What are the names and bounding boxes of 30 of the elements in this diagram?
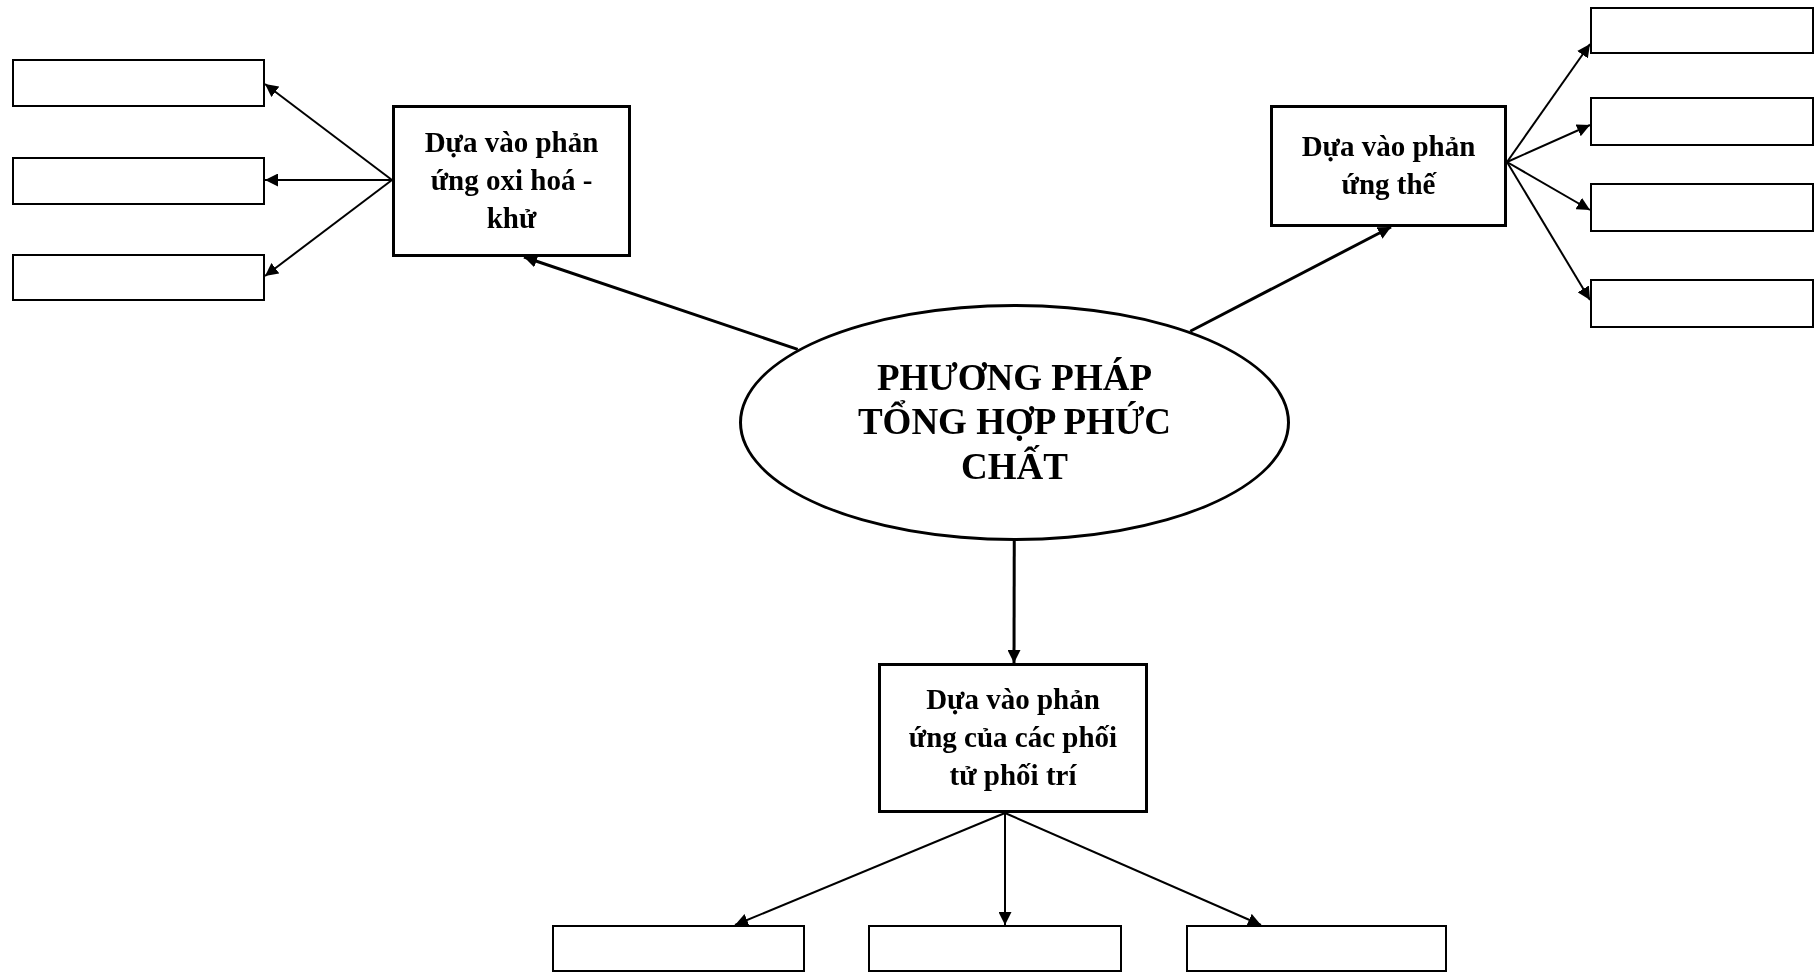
arrow (734, 812, 1006, 926)
empty-box (1590, 279, 1814, 328)
empty-box (1590, 7, 1814, 54)
arrow (264, 173, 393, 187)
empty-box (1590, 97, 1814, 146)
arrow (1189, 225, 1392, 333)
method-box (1270, 105, 1507, 227)
method-box (878, 663, 1148, 813)
arrow (264, 179, 393, 277)
empty-box (868, 925, 1122, 972)
arrow (1506, 161, 1591, 211)
method-label: Dựa vào phản ứng của các phối tử phối trí (907, 682, 1119, 793)
arrow (1506, 161, 1591, 301)
arrow (1004, 812, 1262, 926)
empty-box (12, 59, 265, 107)
empty-box (552, 925, 805, 972)
arrow (998, 812, 1012, 926)
empty-box (12, 157, 265, 205)
arrow (1506, 43, 1591, 163)
empty-box (1186, 925, 1447, 972)
arrow (523, 255, 799, 351)
arrow (1506, 124, 1591, 163)
empty-box (12, 254, 265, 301)
method-label: Dựa vào phản ứng oxi hoá - khử (423, 125, 600, 236)
central-title: PHƯƠNG PHÁP TỔNG HỢP PHỨC CHẤT (856, 355, 1173, 489)
arrow (264, 83, 393, 181)
empty-box (1590, 183, 1814, 232)
arrow (1007, 541, 1021, 663)
method-label: Dựa vào phản ứng thế (1300, 129, 1477, 202)
method-box (392, 105, 631, 257)
